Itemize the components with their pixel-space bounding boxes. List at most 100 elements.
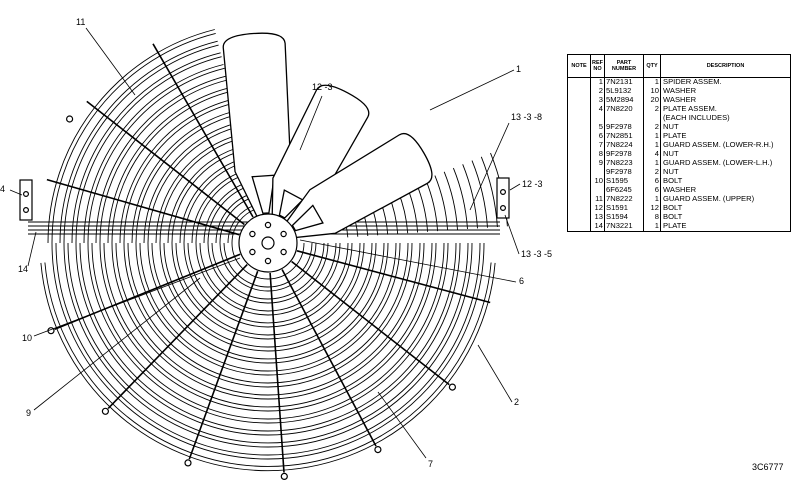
right-mount-plate (496, 177, 510, 219)
guard-spoke (86, 100, 245, 226)
upper-guard-ring (462, 164, 478, 229)
guard-spoke (46, 178, 240, 236)
cell-description: WASHER (660, 86, 791, 96)
leader-line (477, 344, 513, 403)
left-mount-plate (19, 179, 33, 221)
fan-blade (271, 84, 370, 228)
figure-id: 3C6777 (752, 462, 784, 472)
lower-guard-ring (111, 242, 425, 400)
upper-guard-ring (452, 167, 468, 230)
fan-blade-outline (282, 132, 433, 239)
fan-blade-root (291, 204, 324, 232)
cell-description: WASHER (660, 185, 791, 195)
lower-guard-ring (75, 242, 461, 436)
cell-description: NUT (660, 149, 791, 159)
hub-bolt (280, 248, 287, 256)
leader-line (33, 257, 241, 337)
callout-14: 14 (18, 264, 28, 274)
cell-note (567, 114, 591, 123)
hub-bolt (264, 257, 272, 265)
callout-12-top: 12 -3 (312, 82, 333, 92)
lower-guard-ring (231, 242, 305, 280)
guard-mount-tab (184, 459, 192, 467)
callout-6: 6 (519, 276, 524, 286)
lower-guard-ring (151, 242, 385, 360)
guard-mount-tab (65, 115, 74, 123)
callout-1: 1 (516, 64, 521, 74)
lower-guard-ring (175, 242, 361, 336)
cell-ref-no: 9 (590, 158, 605, 168)
parts-table-header: NOTE REF NO PART NUMBER QTY DESCRIPTION (567, 54, 791, 78)
lower-guard-ring (147, 242, 389, 364)
parts-list-table: NOTE REF NO PART NUMBER QTY DESCRIPTION … (567, 54, 791, 232)
leader-lines (9, 27, 521, 459)
cell-note (567, 77, 591, 87)
header-description: DESCRIPTION (660, 54, 791, 78)
guard-mount-tab (448, 383, 456, 391)
cell-note (567, 159, 591, 168)
cell-note (567, 141, 591, 150)
cell-qty: 2 (643, 104, 661, 114)
cell-part-number: 7N8220 (604, 104, 644, 114)
cell-description: NUT (660, 167, 791, 177)
lower-guard-ring (135, 242, 401, 376)
hub-bolt (249, 248, 256, 256)
cell-note (567, 186, 591, 195)
cell-qty: 1 (643, 222, 661, 232)
leader-line (33, 277, 201, 411)
hub-bolt (249, 230, 256, 238)
cell-ref-no: 10 (590, 176, 605, 186)
cell-note (567, 96, 591, 105)
mount-plates (19, 115, 510, 480)
leader-line (469, 122, 510, 211)
callout-13-right: 13 -3 -5 (521, 249, 552, 259)
cell-description: GUARD ASSEM. (LOWER-L.H.) (660, 158, 791, 168)
cell-description: GUARD ASSEM. (LOWER-R.H.) (660, 140, 791, 150)
lower-guard-ring (163, 242, 373, 348)
leader-line (299, 239, 517, 283)
lower-guard-ring (63, 242, 473, 448)
leader-line (377, 391, 427, 459)
leader-line (9, 189, 23, 196)
fan-blade (282, 132, 433, 239)
header-part-number: PART NUMBER (604, 54, 644, 78)
lower-guard-ring (55, 242, 481, 456)
lower-guard-ring (211, 242, 325, 300)
mount-bolt (500, 189, 507, 196)
cell-description: GUARD ASSEM. (UPPER) (660, 194, 791, 204)
cell-description: BOLT (660, 203, 791, 213)
hub-center (261, 236, 275, 250)
lower-guard-ring (223, 242, 313, 288)
cell-description: PLATE ASSEM. (660, 104, 791, 114)
lower-guard-ring (103, 242, 433, 408)
guard-spoke (281, 269, 377, 447)
guard-mount-tab (374, 446, 382, 454)
leader-line (27, 231, 37, 267)
mount-bolt (23, 191, 30, 198)
cell-part-number: 7N3221 (604, 222, 644, 232)
header-note: NOTE (567, 54, 591, 78)
fan-blades (222, 32, 433, 239)
lower-guard-ring (99, 242, 437, 412)
callout-10: 10 (22, 333, 32, 343)
lower-guard-ring (87, 242, 449, 424)
lower-guard-ring (187, 242, 349, 324)
guard-mount-tab (280, 472, 288, 480)
guard-spokes (46, 43, 491, 473)
leader-line (509, 183, 521, 191)
cell-note (567, 195, 591, 204)
lower-guard-ring (183, 242, 353, 328)
hub-bolt (264, 221, 272, 229)
upper-guard-ring (443, 171, 458, 230)
lower-guard-ring (123, 242, 413, 388)
callout-11: 11 (76, 17, 85, 27)
lower-guard-ring (44, 262, 492, 467)
